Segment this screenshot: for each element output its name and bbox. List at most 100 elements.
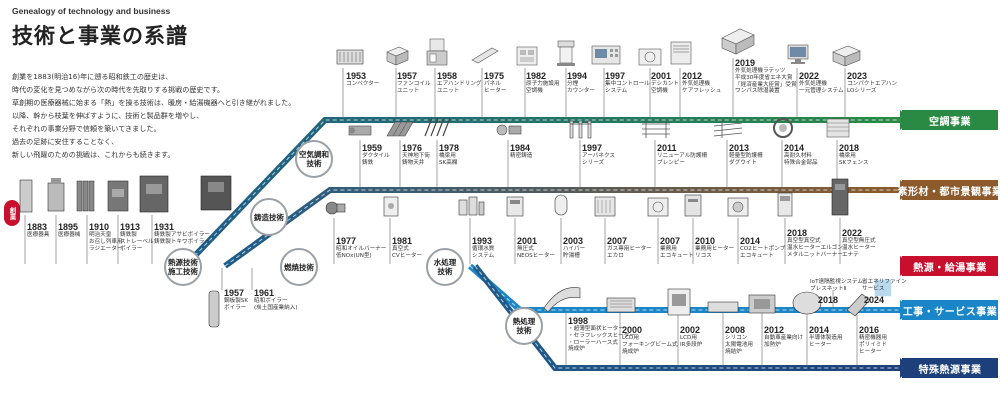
history-year: 1931 — [154, 222, 175, 232]
heatsource-label: ハイパー 貯湯槽 — [563, 246, 586, 259]
guard-fence-icon — [642, 121, 670, 138]
aircon-label: 原子力施設用 空調機 — [526, 81, 560, 94]
aircon-year: 1957 — [397, 71, 418, 81]
heatsource-year: 2001 — [517, 236, 538, 246]
heatsource-label: 真空式 CVヒーター — [392, 246, 423, 259]
history-label: 医療器械 — [58, 232, 81, 238]
flex-heater-icon — [543, 287, 581, 313]
history-label: 医療器具 — [27, 232, 50, 238]
enate-heater-icon — [831, 178, 849, 216]
aircon-label: 外気処理機 ケアフレッシュ — [682, 81, 722, 94]
aircon-label: パネル ヒーター — [484, 81, 507, 94]
aircon-label: コンパクトエアハン LOシリーズ — [847, 81, 898, 94]
business-special: 特殊熱源事業 — [902, 358, 998, 378]
materials-year: 2018 — [839, 143, 860, 153]
special-year: 2012 — [764, 325, 785, 335]
control-system-icon — [591, 45, 621, 65]
lcd-furnace-icon — [606, 297, 636, 313]
intro-line: 草創期の医療器械に始まる「熱」を操る技術は、暖房・給湯機器へと引き継がれました。 — [12, 98, 296, 107]
urbanex-icon — [569, 120, 592, 139]
care-fresh-icon — [670, 41, 692, 65]
service-label: 省エネリファイン サービス — [862, 279, 907, 292]
heatsource-label: 循環水質 システム — [472, 246, 495, 259]
heatsource-year: 2022 — [842, 228, 863, 238]
special-label: LCD用 IR多段炉 — [680, 335, 703, 348]
heatsource-label: CO2ヒートポンプ エコキュート — [740, 246, 786, 259]
polyimide-heater-icon — [846, 293, 871, 317]
oil-burner-icon — [325, 201, 346, 215]
history-year: 1961 — [254, 288, 275, 298]
node-combustion: 燃焼技術 — [280, 248, 318, 286]
intro-line: 創業を1883(明治16)年に遡る昭和鉄工の歴史は、 — [12, 72, 173, 81]
origin-badge: 創業 — [4, 200, 20, 226]
alloy-parts-icon — [773, 118, 793, 138]
history-label: 鋼板製SK ボイラー — [224, 298, 249, 311]
intro-line: それぞれの事業分野で信頼を築いてきました。 — [12, 124, 161, 133]
materials-label: 高耐久材料 特殊合金部品 — [784, 153, 818, 166]
heatsource-year: 1993 — [472, 236, 493, 246]
sk-fence-icon — [826, 118, 850, 138]
silicon-furnace-icon — [707, 301, 739, 313]
aircon-label: コンベクター — [346, 81, 380, 87]
aircon-label: 集中コントロール システム — [605, 81, 650, 94]
heatsource-year: 2003 — [563, 236, 584, 246]
special-label: LCD用 フォーキングビーム式 焼成炉 — [622, 335, 678, 355]
service-label: IoT遠隔監視システム プレスネットⅡ — [810, 279, 864, 292]
history-year: 1913 — [120, 222, 141, 232]
medical-device-icon — [47, 178, 65, 212]
aircon-year: 1953 — [346, 71, 367, 81]
aircon-label: 外気処理機ラテッツ 平成30年度省エネ大賞 「経済産業大臣賞」受賞 ワンパス除湿… — [735, 68, 797, 95]
aircon-label: デシカント 空調機 — [651, 81, 679, 94]
materials-year: 2014 — [784, 143, 805, 153]
desiccant-icon — [638, 48, 662, 66]
cv-heater-icon — [383, 196, 399, 217]
latetz-icon — [721, 28, 755, 55]
radiator-icon — [76, 180, 95, 212]
intro-line: 時代の変化を見つめながら次の時代を先取りする挑戦の歴史です。 — [12, 85, 225, 94]
materials-label: リニューアル防護柵 プレンピー — [657, 153, 708, 166]
materials-year: 2013 — [729, 143, 750, 153]
aircon-label: 外気処理機 一元管理システム — [799, 81, 844, 94]
materials-year: 1984 — [510, 143, 531, 153]
special-year: 2014 — [809, 325, 830, 335]
convector-icon — [336, 49, 364, 65]
special-year: 2008 — [725, 325, 746, 335]
aircon-year: 1994 — [567, 71, 588, 81]
node-aircon: 空気調和 技術 — [295, 140, 333, 178]
sk-boiler-icon — [208, 290, 220, 328]
aircon-label: エアハンドリング ユニット — [437, 81, 482, 94]
storage-tank-icon — [554, 194, 568, 216]
materials-label: 軽量型防護柵 ダグウイト — [729, 153, 763, 166]
heatsource-label: 真空型真空式 温水ヒーターエルゴン メタルニットバーナー — [787, 238, 843, 258]
precision-casting-icon — [496, 124, 522, 136]
special-year: 2016 — [859, 325, 880, 335]
node-water: 水処理 技術 — [426, 248, 464, 286]
intro-line: 過去の足跡に安住することなく、 — [12, 137, 119, 146]
aircon-year: 1975 — [484, 71, 505, 81]
ductile-iron-icon — [348, 125, 372, 136]
semiconductor-heater-icon — [792, 291, 822, 315]
nuclear-aircon-icon — [516, 46, 538, 66]
heatsource-year: 2007 — [607, 236, 628, 246]
light-fence-icon — [713, 121, 743, 138]
aircon-label: 分煙 カウンター — [567, 81, 595, 94]
auto-furnace-icon — [748, 294, 776, 314]
service-year: 2024 — [864, 295, 885, 305]
recos-heater-icon — [684, 194, 702, 217]
materials-year: 1997 — [582, 143, 603, 153]
tokiwa-boiler-icon — [200, 175, 232, 211]
materials-year: 1976 — [402, 143, 423, 153]
compact-ahu-icon — [832, 45, 861, 67]
aircon-year: 2019 — [735, 58, 756, 68]
special-year: 1998 — [568, 316, 589, 326]
panel-heater-icon — [471, 47, 499, 64]
history-label: 鋳鉄製 ストレーベル ボイラー — [120, 232, 154, 252]
heatsource-year: 2014 — [740, 236, 761, 246]
gas-heater-icon — [594, 196, 616, 217]
intro-line: 以降、幹から枝葉を伸ばすように、技術と製品群を増やし、 — [12, 111, 204, 120]
page-title: 技術と事業の系譜 — [12, 23, 188, 48]
materials-label: 橋梁用 SKフェンス — [839, 153, 869, 166]
smoke-counter-icon — [557, 40, 575, 66]
aircon-year: 1958 — [437, 71, 458, 81]
aircon-year: 2001 — [651, 71, 672, 81]
